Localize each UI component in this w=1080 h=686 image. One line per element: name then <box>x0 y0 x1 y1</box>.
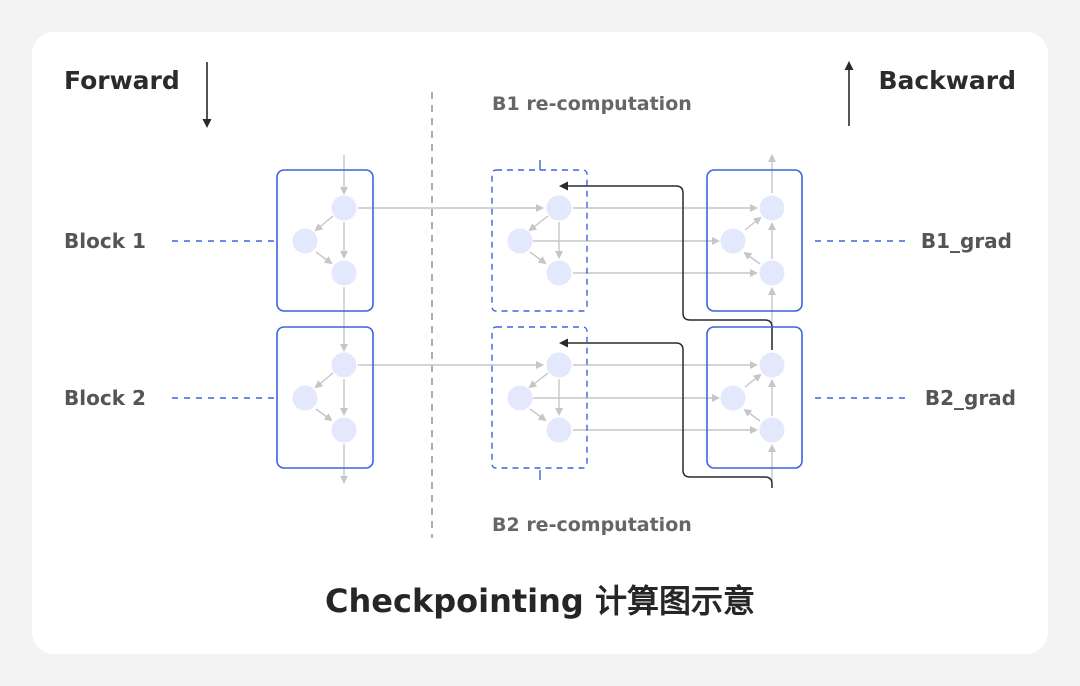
node-layer <box>292 195 785 443</box>
graph-node <box>546 260 572 286</box>
b1-grad-label: B1_grad <box>921 229 1012 253</box>
backward-block1-box <box>706 169 803 312</box>
b1-recompute-trigger-path <box>559 181 773 350</box>
b1-recomputation-label: B1 re-computation <box>492 93 692 115</box>
bwd-b1-edge <box>744 216 762 231</box>
graph-node <box>546 352 572 378</box>
graph-node <box>331 352 357 378</box>
graph-node <box>331 417 357 443</box>
graph-node <box>292 385 318 411</box>
graph-node <box>720 385 746 411</box>
forward-title: Forward <box>64 66 180 95</box>
graph-node <box>331 260 357 286</box>
graph-node <box>759 352 785 378</box>
bwd-b2-edge <box>743 408 761 422</box>
diagram-card <box>32 32 1048 654</box>
graph-node <box>759 195 785 221</box>
graph-node <box>292 228 318 254</box>
recomp-b1-edge <box>529 251 547 265</box>
fwd-b2-edge <box>314 372 334 389</box>
recompute-block1-box <box>491 169 588 312</box>
graph-node <box>759 417 785 443</box>
diagram-caption: Checkpointing 计算图示意 <box>325 582 755 620</box>
edge-layer <box>314 154 776 484</box>
recompute-block2-box <box>491 326 588 469</box>
block1-label: Block 1 <box>64 229 146 253</box>
backward-title: Backward <box>878 66 1016 95</box>
forward-block1-box <box>276 169 374 312</box>
recomp-b2-edge <box>528 372 549 389</box>
fwd-b1-edge <box>315 251 333 265</box>
fwd-b2-edge <box>315 408 333 422</box>
block2-label: Block 2 <box>64 386 146 410</box>
graph-node <box>507 385 533 411</box>
graph-node <box>546 417 572 443</box>
graph-node <box>331 195 357 221</box>
graph-node <box>720 228 746 254</box>
graph-node <box>507 228 533 254</box>
bwd-b2-edge <box>744 373 762 388</box>
b2-recompute-trigger-path <box>559 338 773 488</box>
recomp-b1-edge <box>528 215 549 232</box>
forward-block2-box <box>276 326 374 469</box>
fwd-b1-edge <box>314 215 334 232</box>
bwd-b1-edge <box>743 251 761 265</box>
graph-node <box>759 260 785 286</box>
graph-node <box>546 195 572 221</box>
backward-block2-box <box>706 326 803 469</box>
b2-recomputation-label: B2 re-computation <box>492 514 692 536</box>
recomp-b2-edge <box>529 408 547 422</box>
b2-grad-label: B2_grad <box>925 386 1016 410</box>
